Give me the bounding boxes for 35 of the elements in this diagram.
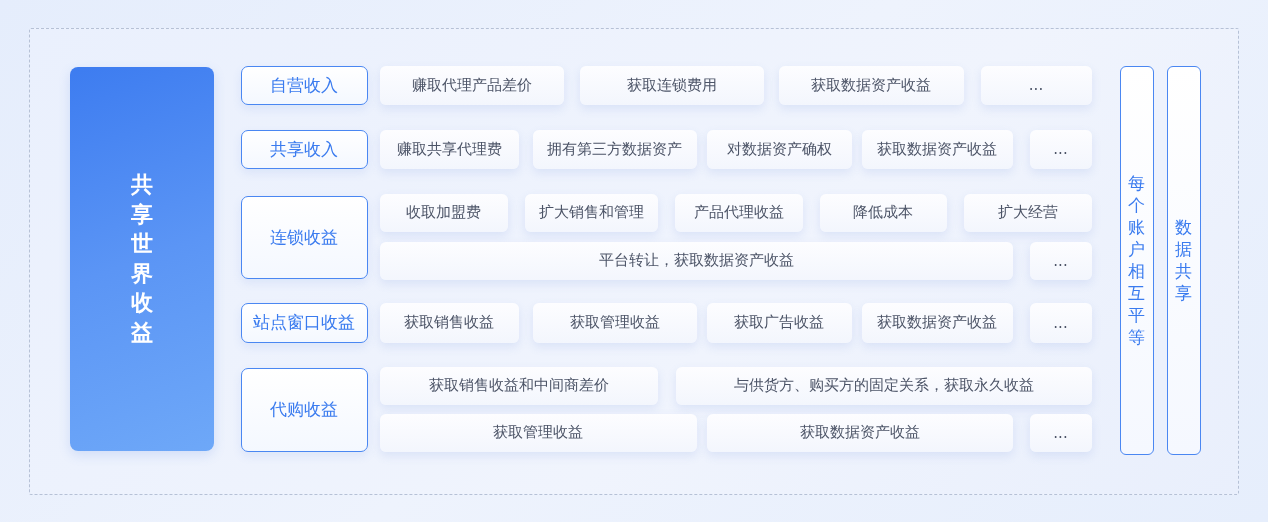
principle-bar: 每个账户相互平等 <box>1119 65 1154 455</box>
dashed-frame <box>29 28 1239 495</box>
category-box: 连锁收益 <box>240 195 368 279</box>
item-card: ... <box>1029 129 1092 169</box>
item-card: 获取数据资产收益 <box>778 65 964 105</box>
item-card: ... <box>980 65 1092 105</box>
item-card: ... <box>1029 413 1092 452</box>
item-card: 获取数据资产收益 <box>861 302 1013 343</box>
item-card: 扩大经营 <box>963 193 1092 232</box>
item-card: ... <box>1029 241 1092 280</box>
item-card: 获取连锁费用 <box>579 65 764 105</box>
item-card: 获取管理收益 <box>532 302 697 343</box>
item-card: 平台转让，获取数据资产收益 <box>379 241 1013 280</box>
item-card: 获取销售收益 <box>379 302 519 343</box>
item-card: 赚取共享代理费 <box>379 129 519 169</box>
item-card: 获取销售收益和中间商差价 <box>379 366 658 405</box>
item-card: 获取广告收益 <box>706 302 852 343</box>
item-card: 产品代理收益 <box>674 193 803 232</box>
category-box: 共享收入 <box>240 129 368 169</box>
heading-panel: 共享世界收益 <box>69 66 214 451</box>
category-box: 自营收入 <box>240 65 368 105</box>
item-card: 扩大销售和管理 <box>524 193 658 232</box>
item-card: 降低成本 <box>819 193 947 232</box>
item-card: 拥有第三方数据资产 <box>532 129 697 169</box>
item-card: 获取数据资产收益 <box>861 129 1013 169</box>
item-card: 对数据资产确权 <box>706 129 852 169</box>
item-card: ... <box>1029 302 1092 343</box>
item-card: 与供货方、购买方的固定关系，获取永久收益 <box>675 366 1092 405</box>
item-card: 收取加盟费 <box>379 193 508 232</box>
item-card: 获取管理收益 <box>379 413 697 452</box>
category-box: 代购收益 <box>240 367 368 452</box>
item-card: 获取数据资产收益 <box>706 413 1013 452</box>
item-card: 赚取代理产品差价 <box>379 65 564 105</box>
category-box: 站点窗口收益 <box>240 302 368 343</box>
principle-bar: 数据共享 <box>1166 65 1201 455</box>
